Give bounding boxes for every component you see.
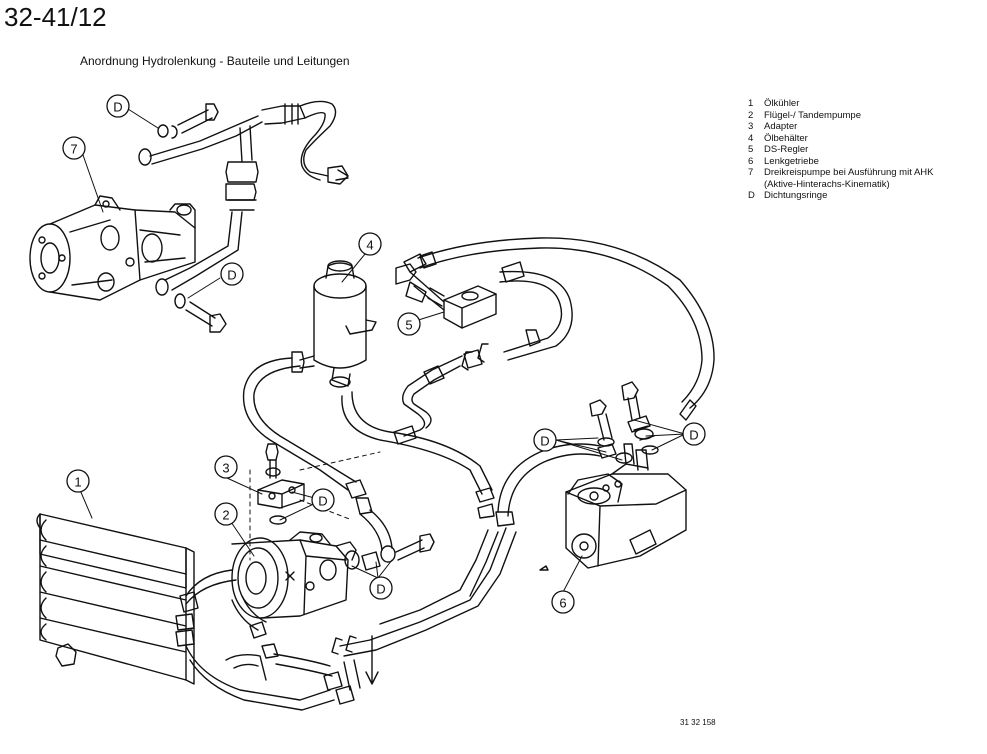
callout-3: 3 [222,461,229,476]
oil-reservoir [291,260,377,388]
pump-7-lines [138,100,349,296]
steering-return-hose [331,443,601,705]
callout-d-right: D [689,428,698,443]
steering-gear [539,443,687,571]
cooler-hoses [175,569,343,711]
callout-d-left: D [227,268,236,283]
high-pressure-hose [393,237,715,445]
callout-d-pump: D [376,582,385,597]
callout-1: 1 [74,475,81,490]
callout-7: 7 [70,142,77,157]
legend-item-continuation: (Aktive-Hinterachs-Kinematik) [764,178,890,190]
vane-tandem-pump [231,531,357,619]
pump-2-fittings [344,533,435,571]
callout-5: 5 [405,318,412,333]
steering-gear-fittings [589,381,659,464]
triple-circuit-pump [29,195,196,301]
callout-circles [62,94,706,614]
callout-d-mid: D [540,434,549,449]
callout-d-adapter: D [318,494,327,509]
return-lines [242,357,495,551]
leader-lines [79,108,686,595]
callout-d-top: D [113,100,122,115]
bolt-lower-left [174,293,227,333]
oil-cooler [36,513,195,685]
callout-4: 4 [366,238,373,253]
callout-2: 2 [222,508,229,523]
pressure-regulator [395,263,497,329]
callout-6: 6 [559,596,566,611]
diagram-title: Anordnung Hydrolenkung - Bauteile und Le… [80,54,350,68]
page-number: 32-41/12 [4,2,107,32]
figure-reference-number: 31 32 158 [680,718,716,727]
adapter [257,443,305,525]
